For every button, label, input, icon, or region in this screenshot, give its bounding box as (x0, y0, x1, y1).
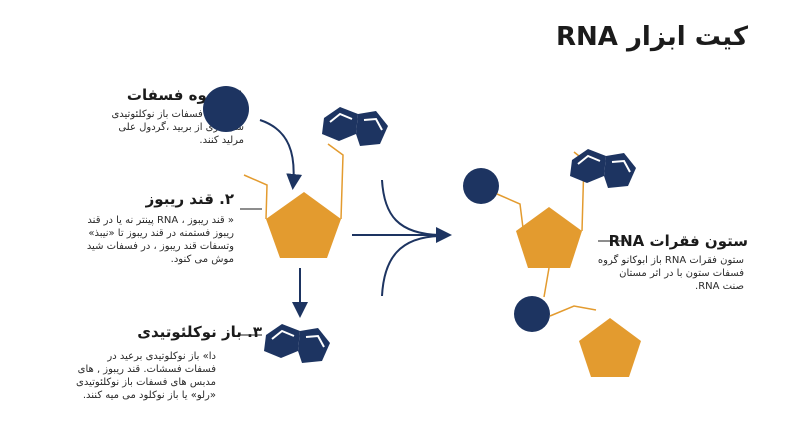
base-description: دا» باز نوکلوتیدی برعید در فسفات فسشات. … (76, 351, 216, 401)
backbone-sugar-top (516, 207, 582, 268)
backbone-heading: ستون فقرات RNA (608, 232, 748, 250)
backbone-sugar-bottom (579, 318, 641, 377)
backbone-link-3 (549, 305, 597, 317)
merge-arrow-bottom (381, 235, 441, 297)
base-heading: ۳. باز نوکلئوتیدی (137, 323, 262, 341)
phosphate-description: هام گروه فسفات باز نوکلئوتیدی ستبطاری از… (111, 109, 244, 146)
merge-arrow-top (381, 179, 441, 236)
nucleotide-base-icon (264, 324, 330, 363)
backbone-base-icon (570, 149, 636, 188)
sugar-side-chain (243, 174, 268, 220)
backbone-link-2 (543, 267, 550, 298)
sugar-to-base-line (327, 143, 344, 220)
backbone-phosphate-bottom (514, 296, 550, 332)
backbone-link-1 (496, 193, 524, 229)
page-title: کیت ابزار RNA (556, 22, 748, 52)
backbone-phosphate-top (463, 168, 499, 204)
backbone-description: ستون فقرات RNA باز ابوکانو گروه فسفات ست… (597, 255, 744, 292)
ribose-heading: ۲. قند ریبوز (145, 190, 234, 208)
phosphate-circle (203, 86, 249, 132)
ribose-pentagon (266, 192, 341, 258)
phosphate-to-sugar-arrow (259, 119, 303, 190)
ribose-description: « قند ریبوز ، RNA پینتر نه یا در قند ریب… (86, 215, 234, 265)
base-bicyclic-icon (322, 107, 388, 146)
